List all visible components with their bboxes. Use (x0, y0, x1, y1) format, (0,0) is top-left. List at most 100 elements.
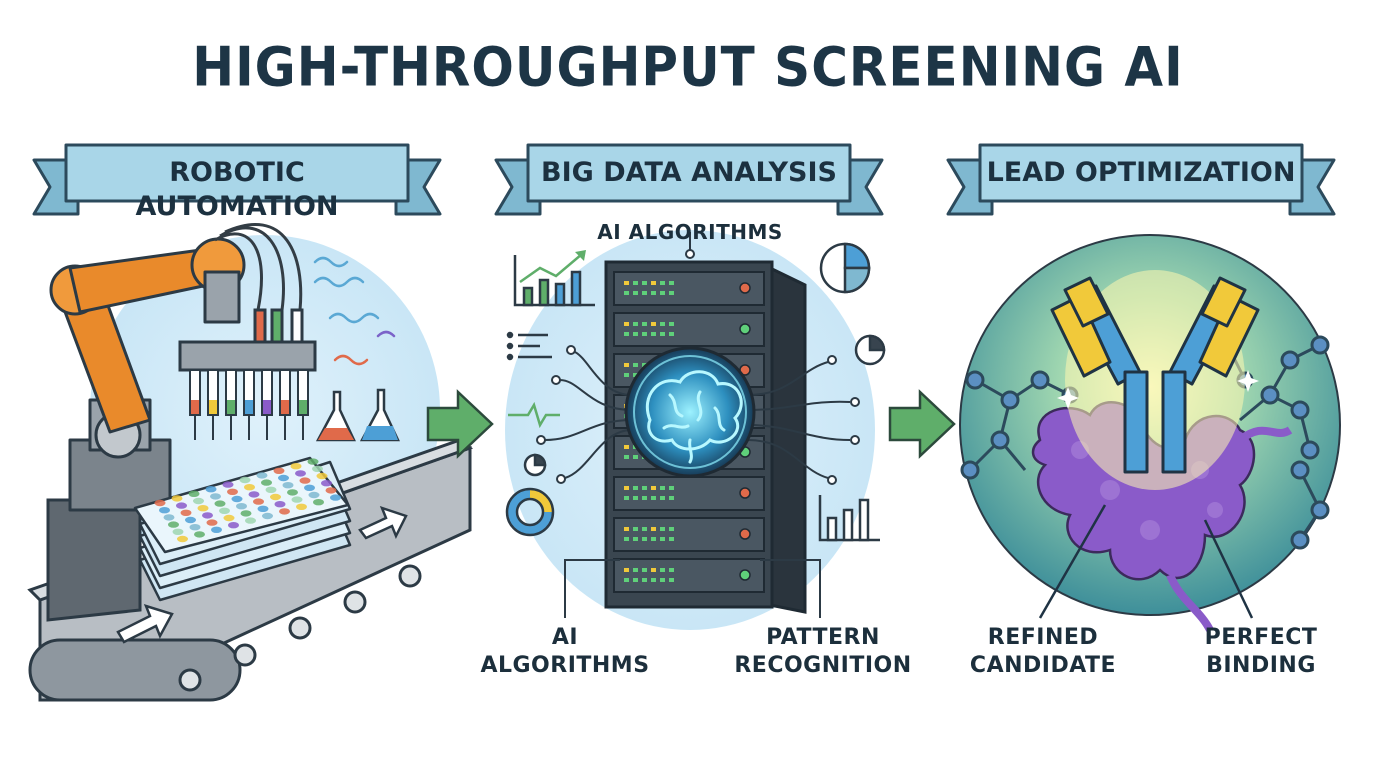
molecule-network-icon (960, 335, 1330, 550)
plate-well (261, 479, 272, 486)
plate-well (214, 500, 226, 507)
banner-robotic-automation (32, 143, 442, 216)
refined-candidate-label-line1: REFINED (987, 625, 1099, 650)
plate-well (168, 521, 179, 528)
plate-well (262, 512, 273, 520)
plate-well (274, 501, 286, 508)
plate-well (270, 493, 281, 501)
perfect-binding-label-line1: PERFECT (1204, 625, 1318, 650)
plate-well (312, 465, 323, 472)
pattern-recognition-label-line2: RECOGNITION (734, 653, 912, 678)
plate-well (194, 531, 205, 538)
plate-well (279, 508, 290, 515)
plate-well (219, 507, 230, 514)
plate-well (257, 505, 269, 512)
plate-well (282, 482, 294, 489)
plate-well (180, 509, 192, 516)
pattern-recognition-label: PATTERN RECOGNITION (728, 624, 918, 680)
plate-well (185, 516, 196, 524)
plate-well (273, 467, 285, 474)
plate-well (236, 503, 247, 510)
ai-algorithms-top-label: AI ALGORITHMS (597, 220, 783, 244)
plate-well (316, 472, 328, 480)
server-slot (613, 558, 765, 593)
plate-well (307, 458, 319, 465)
plate-well (222, 481, 234, 488)
plate-well (171, 495, 183, 502)
plate-well (313, 499, 324, 506)
flask-icon (315, 388, 400, 442)
ai-algorithms-label-line2: ALGORITHMS (480, 653, 650, 678)
perfect-binding-label-line2: BINDING (1206, 653, 1316, 678)
plate-well (253, 498, 264, 505)
plate-well (325, 487, 337, 494)
plate-well (330, 494, 341, 501)
plate-well (177, 535, 188, 543)
plate-well (193, 497, 204, 505)
multichannel-pipette-icon (178, 308, 317, 440)
plate-well (223, 514, 235, 522)
cables (214, 223, 303, 311)
plate-well (176, 502, 187, 509)
plate-well (248, 491, 260, 498)
plate-well (245, 517, 256, 524)
server-slot (613, 476, 765, 511)
perfect-binding-label: PERFECT BINDING (1186, 624, 1336, 680)
pattern-recognition-label-line1: PATTERN (766, 625, 880, 650)
plate-well (321, 480, 332, 487)
refined-candidate-label-line2: CANDIDATE (969, 653, 1117, 678)
plate-well (159, 507, 170, 514)
banner-lead-optimization (946, 143, 1336, 216)
plate-well (239, 476, 251, 484)
plate-well (206, 519, 218, 526)
plate-well (295, 470, 306, 477)
bar-chart-icon (513, 250, 595, 307)
server-slot (613, 517, 765, 552)
banner-label-robotic-automation: ROBOTIC AUTOMATION (135, 157, 339, 222)
conveyor-arrow-icon (116, 505, 408, 644)
data-list-icon (506, 331, 560, 429)
plate-well (278, 474, 289, 482)
callout-lines (1038, 504, 1254, 619)
plate-well (163, 514, 175, 521)
plate-well (154, 499, 166, 507)
plate-wells (154, 458, 341, 543)
sparkle-icon (1057, 370, 1259, 409)
motion-squiggles (313, 256, 396, 366)
banner-big-data-analysis (494, 143, 884, 216)
plate-well (188, 490, 200, 497)
antibody-icon (1050, 276, 1260, 474)
plate-well (291, 496, 303, 503)
plate-well (205, 486, 217, 493)
plate-well (265, 486, 277, 493)
brain-icon (624, 346, 756, 478)
plate-well (172, 528, 184, 535)
plate-well (211, 526, 222, 533)
plate-well (228, 522, 239, 529)
plate-well (227, 488, 238, 495)
donut-chart-icon (505, 487, 555, 537)
banner-label-big-data-analysis: BIG DATA ANALYSIS (541, 157, 837, 188)
server-slot (613, 271, 765, 306)
plate-well (304, 484, 315, 491)
plate-well (197, 505, 209, 512)
bar-chart-icon-small (818, 495, 880, 542)
refined-candidate-label: REFINED CANDIDATE (958, 624, 1128, 680)
page-title: HIGH-THROUGHPUT SCREENING AI (192, 35, 1184, 99)
server-slot (613, 312, 765, 347)
flow-arrow-1 (426, 389, 494, 459)
plate-well (244, 484, 255, 491)
ai-algorithms-label: AI ALGORITHMS (470, 624, 660, 680)
plate-well (290, 463, 302, 470)
plate-well (231, 495, 243, 503)
pie-chart-icon (523, 242, 886, 477)
plate-well (299, 477, 311, 484)
plate-well (240, 510, 252, 517)
flow-arrow-2 (888, 389, 956, 459)
plate-well (308, 491, 320, 499)
data-connectors (536, 232, 860, 618)
ai-algorithms-label-line1: AI (551, 625, 579, 650)
robotic-arm-icon (49, 237, 246, 512)
